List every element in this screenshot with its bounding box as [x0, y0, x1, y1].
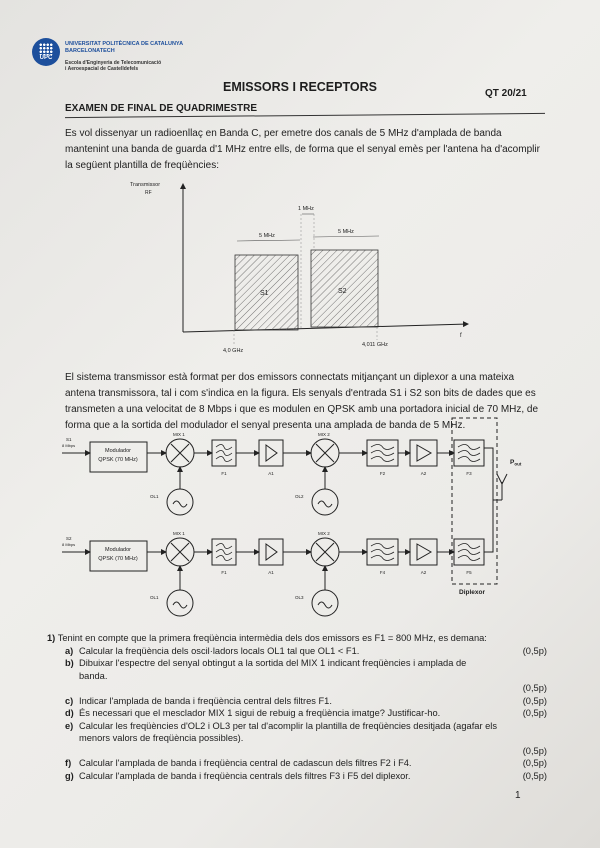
oscillator-icon: [166, 488, 194, 516]
question-item: d)És necessari que el mesclador MIX 1 si…: [65, 708, 547, 718]
svg-text:F1: F1: [221, 471, 227, 476]
svg-text:Modulador: Modulador: [105, 448, 131, 454]
svg-text:OL1: OL1: [150, 494, 159, 499]
spectrum-figure: Transmissor RF f S1 S2 5 MHz 5 MHz 1 MHz…: [130, 182, 469, 354]
svg-text:8 Mbps: 8 Mbps: [62, 542, 75, 547]
bottom-chain: S2 8 Mbps Modulador QPSK (70 MHz) MIX 1 …: [62, 531, 485, 617]
filter-block: [453, 439, 485, 467]
y-axis-label-2: RF: [145, 190, 152, 196]
band-s1: [234, 254, 299, 331]
svg-text:OL3: OL3: [295, 595, 304, 600]
guard-label: 1 MHz: [298, 206, 314, 212]
svg-text:F5: F5: [466, 570, 472, 575]
oscillator-icon: [311, 488, 339, 516]
page-title: EMISSORS I RECEPTORS: [223, 80, 377, 94]
diplexer-box: [451, 417, 498, 585]
band2-width-dim: [312, 235, 380, 238]
svg-text:Modulador: Modulador: [105, 547, 131, 553]
exam-type: EXAMEN DE FINAL DE QUADRIMESTRE: [65, 103, 258, 114]
question-item: e)Calcular les freqüències d'OL2 i OL3 p…: [65, 720, 547, 756]
end-freq-label: 4,011 GHz: [362, 342, 388, 348]
svg-text:F3: F3: [466, 471, 472, 476]
svg-text:MIX 1: MIX 1: [173, 531, 185, 536]
svg-text:F1: F1: [221, 570, 227, 575]
x-axis-label: f: [460, 333, 462, 339]
diplexer-output: Diplexor Pout: [451, 417, 522, 596]
question-item: f)Calcular l'amplada de banda i freqüènc…: [65, 758, 547, 768]
band1-width-dim: [236, 239, 301, 242]
oscillator-icon: [166, 589, 194, 617]
antenna-icon: [496, 473, 508, 486]
system-paragraph: El sistema transmissor està format per d…: [65, 372, 539, 431]
svg-text:S2: S2: [66, 536, 72, 541]
band-s2-label: S2: [338, 288, 347, 295]
band-s2: [310, 249, 379, 328]
svg-text:F4: F4: [380, 570, 386, 575]
band1-width-label: 5 MHz: [259, 233, 275, 239]
points: (0,5p): [522, 645, 547, 656]
block-diagram: S1 8 Mbps Modulador QPSK (70 MHz) MIX 1 …: [62, 432, 485, 617]
points: (0,5p): [522, 770, 547, 781]
svg-text:OL2: OL2: [295, 494, 304, 499]
diplexer-label: Diplexor: [459, 589, 485, 596]
points: (0,5p): [522, 745, 547, 756]
svg-text:8 Mbps: 8 Mbps: [62, 443, 75, 448]
question-1: 1) Tenint en compte que la primera freqü…: [47, 633, 547, 781]
svg-text:A1: A1: [268, 471, 274, 476]
points: (0,5p): [522, 758, 547, 768]
amplifier-block: [258, 538, 284, 566]
svg-text:A2: A2: [421, 570, 427, 575]
amplifier-block: [409, 538, 438, 566]
top-chain: S1 8 Mbps Modulador QPSK (70 MHz) MIX 1 …: [62, 432, 485, 516]
start-freq-label: 4,0 GHz: [223, 348, 243, 354]
question-item: c)Indicar l'amplada de banda i freqüènci…: [65, 695, 547, 706]
y-axis-label: Transmissor: [130, 182, 160, 188]
term-label: QT 20/21: [485, 88, 527, 99]
svg-text:F2: F2: [380, 471, 386, 476]
page-number: 1: [515, 790, 521, 801]
svg-text:MIX 1: MIX 1: [173, 432, 185, 437]
svg-text:QPSK (70 MHz): QPSK (70 MHz): [98, 457, 138, 463]
question-item: g)Calcular l'amplada de banda i freqüènc…: [65, 770, 547, 781]
svg-text:OL1: OL1: [150, 595, 159, 600]
modulator-block: [89, 540, 148, 572]
svg-text:A1: A1: [268, 570, 274, 575]
band2-width-label: 5 MHz: [338, 229, 354, 235]
upc-logo: UPC: [32, 38, 60, 66]
x-axis: [182, 321, 469, 333]
amplifier-block: [258, 439, 284, 467]
svg-text:A2: A2: [421, 471, 427, 476]
question-item: a)Calcular la freqüència dels oscil·lado…: [65, 645, 547, 656]
points: (0,5p): [522, 683, 547, 693]
intro-paragraph: Es vol dissenyar un radioenllaç en Banda…: [65, 128, 540, 171]
oscillator-icon: [311, 589, 339, 617]
svg-text:MIX 2: MIX 2: [318, 531, 330, 536]
svg-text:QPSK (70 MHz): QPSK (70 MHz): [98, 556, 138, 562]
points: (0,5p): [522, 708, 547, 718]
output-label: Pout: [510, 459, 522, 467]
amplifier-block: [409, 439, 438, 467]
points: (0,5p): [522, 695, 547, 706]
question-item: b)Dibuixar l'espectre del senyal obtingu…: [65, 658, 547, 693]
modulator-block: [89, 441, 148, 473]
band-s1-label: S1: [260, 290, 269, 297]
svg-text:MIX 2: MIX 2: [318, 432, 330, 437]
svg-text:S1: S1: [66, 437, 72, 442]
